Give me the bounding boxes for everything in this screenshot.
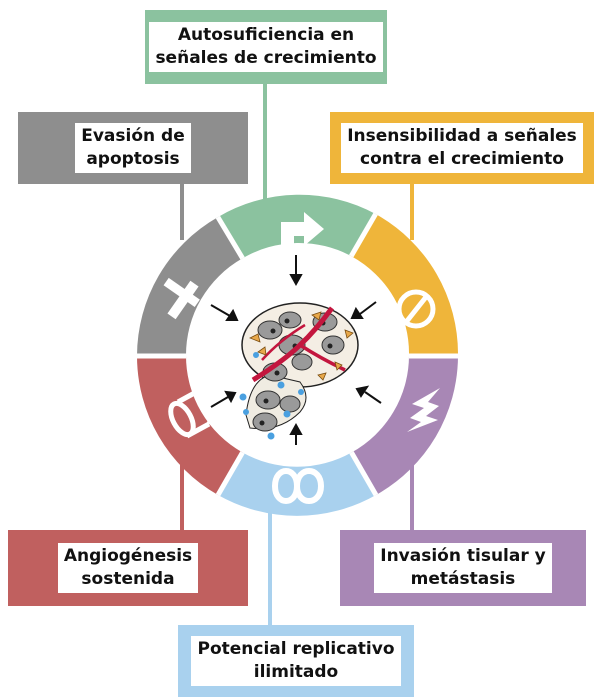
label-text-replicative-potential: Potencial replicativo ilimitado	[191, 636, 401, 686]
label-text-apoptosis-evasion: Evasión de apoptosis	[75, 123, 191, 173]
center-arrows	[210, 255, 382, 445]
blood-vessel-tube-icon	[168, 387, 215, 439]
ring-segment-anti-growth	[351, 214, 459, 356]
cross-icon	[163, 277, 200, 320]
label-text-anti-growth-insensitivity: Insensibilidad a señales contra el creci…	[341, 123, 583, 173]
tumor-cells-illustration	[239, 302, 359, 440]
ring-segment-angiogenesis	[137, 356, 243, 495]
label-box-replicative-potential: Potencial replicativo ilimitado	[178, 625, 414, 697]
label-box-invasion-metastasis: Invasión tisular y metástasis	[340, 530, 586, 606]
ring-segment-invasion	[351, 356, 458, 495]
label-text-angiogenesis: Angiogénesis sostenida	[57, 543, 199, 593]
label-box-growth-self-sufficiency: Autosuficiencia en señales de crecimient…	[145, 10, 387, 84]
prohibition-sign-icon	[396, 289, 436, 329]
jagged-spikes-icon	[407, 388, 440, 432]
infinity-icon	[271, 468, 325, 504]
label-box-angiogenesis: Angiogénesis sostenida	[8, 530, 248, 606]
label-box-apoptosis-evasion: Evasión de apoptosis	[18, 112, 248, 184]
label-text-growth-self-sufficiency: Autosuficiencia en señales de crecimient…	[149, 22, 383, 72]
label-text-invasion-metastasis: Invasión tisular y metástasis	[374, 543, 552, 593]
label-box-anti-growth-insensitivity: Insensibilidad a señales contra el creci…	[330, 112, 594, 184]
arrow-turn-icon	[281, 212, 324, 250]
